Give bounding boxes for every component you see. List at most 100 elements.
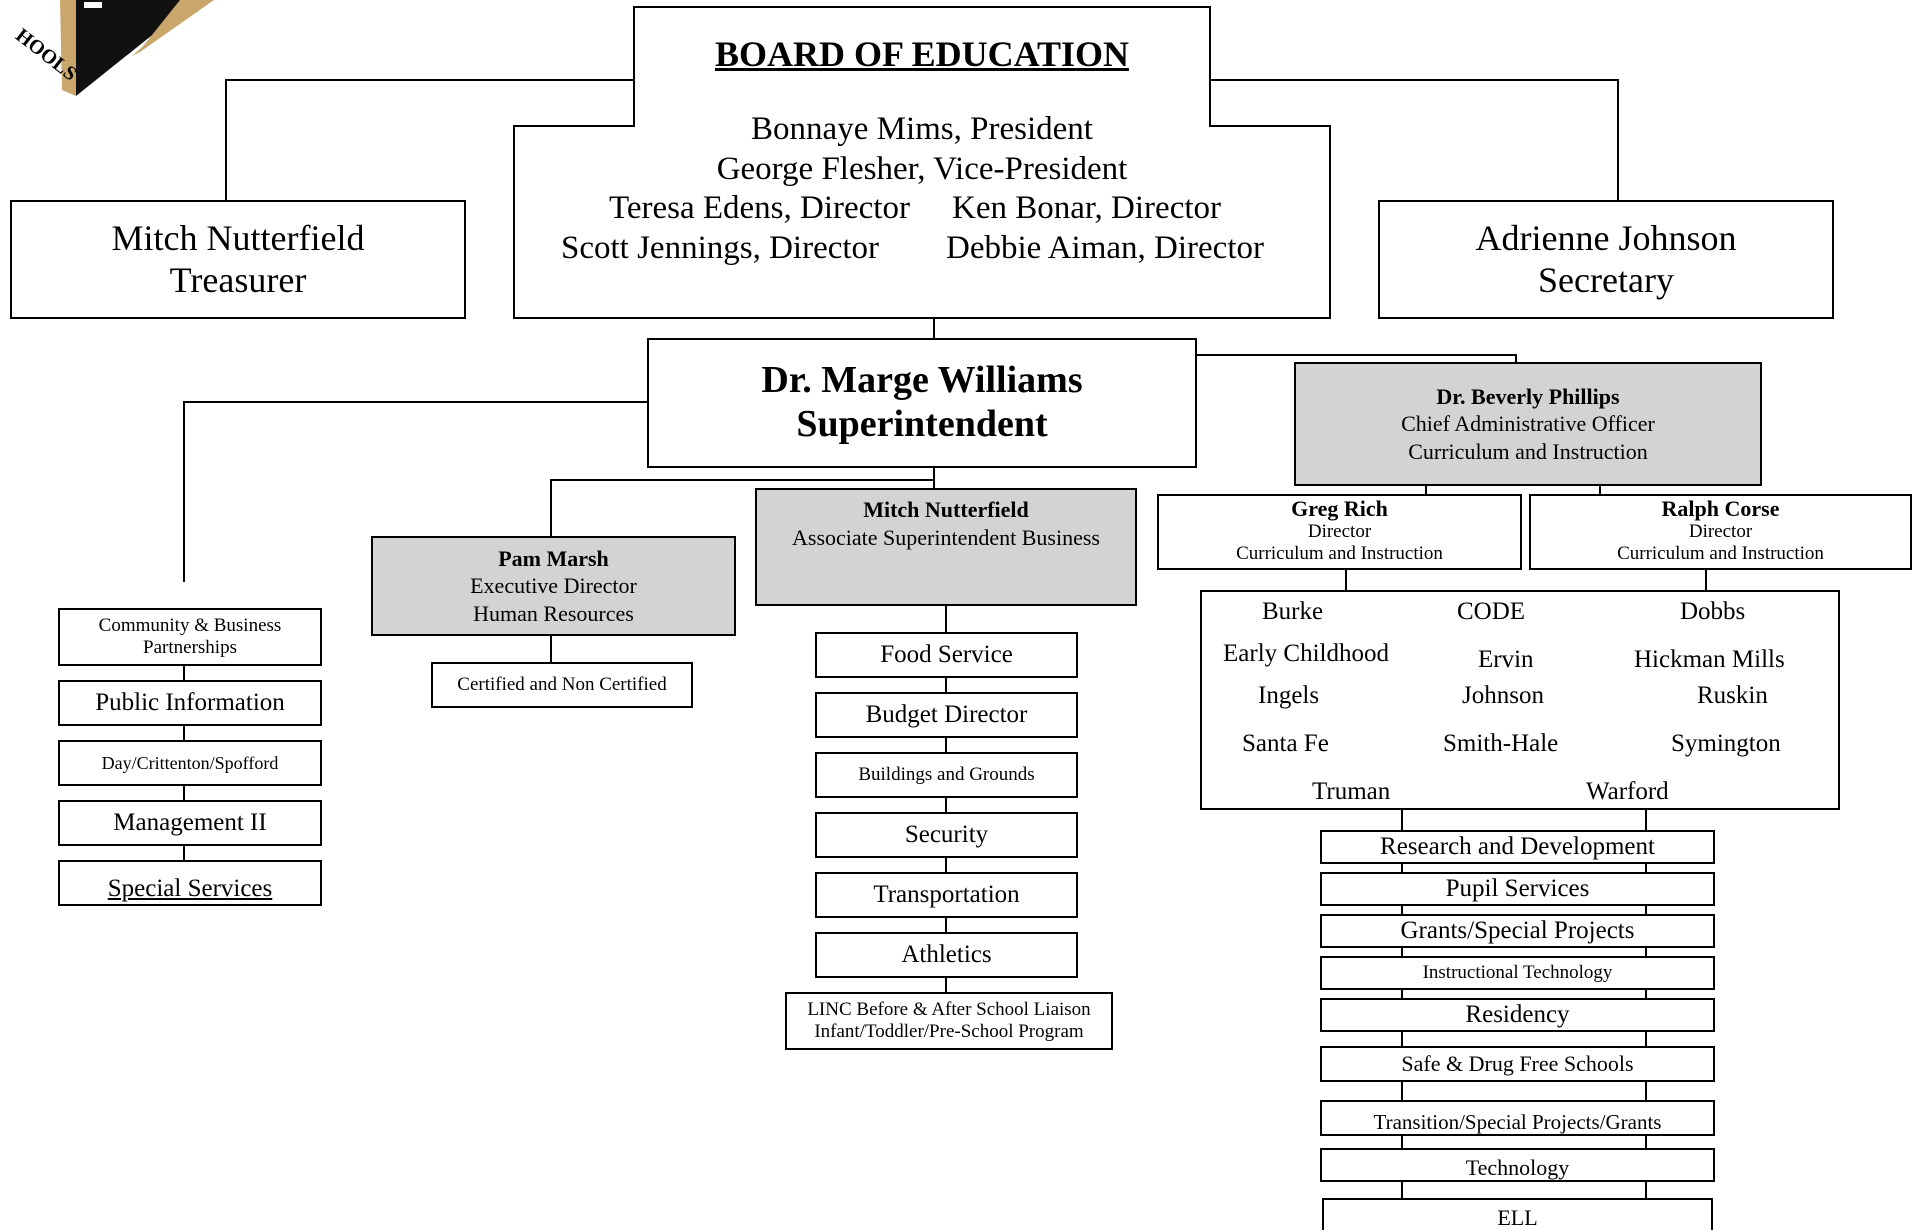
- linc-box: LINC Before & After School Liaison Infan…: [785, 992, 1113, 1050]
- left-item-special-services: Special Services: [58, 860, 322, 906]
- right-item-research-development: Research and Development: [1320, 830, 1715, 864]
- right-item-transition-special-projects: Transition/Special Projects/Grants: [1320, 1100, 1715, 1136]
- left-item-label: Community & Business Partnerships: [98, 615, 282, 658]
- right-item-technology: Technology: [1320, 1148, 1715, 1182]
- school-warford: Warford: [1586, 778, 1669, 805]
- treasurer-box: Mitch Nutterfield Treasurer: [10, 200, 466, 319]
- school-smith-hale: Smith-Hale: [1443, 730, 1559, 757]
- business-item-athletics: Athletics: [815, 932, 1078, 978]
- right-item-label: Research and Development: [1380, 832, 1655, 860]
- left-item-label: Day/Crittenton/Spofford: [101, 752, 279, 773]
- school-dobbs: Dobbs: [1680, 598, 1746, 625]
- school-johnson: Johnson: [1462, 682, 1544, 709]
- treasurer-title: Treasurer: [169, 259, 307, 300]
- hr-title: Executive Director: [470, 573, 637, 599]
- business-item-label: Transportation: [873, 880, 1020, 908]
- school-santa-fe: Santa Fe: [1242, 730, 1329, 757]
- director-greg-name: Greg Rich: [1291, 496, 1388, 521]
- left-item-public-information: Public Information: [58, 680, 322, 726]
- school-early-childhood: Early Childhood: [1223, 640, 1389, 667]
- cao-box: Dr. Beverly Phillips Chief Administrativ…: [1294, 362, 1762, 486]
- school-ervin: Ervin: [1478, 646, 1534, 673]
- hr-box: Pam Marsh Executive Director Human Resou…: [371, 536, 736, 636]
- cao-name: Dr. Beverly Phillips: [1436, 383, 1620, 409]
- left-item-label: Public Information: [95, 688, 285, 716]
- board-director-scott: Scott Jennings, Director: [561, 230, 880, 266]
- right-item-label: ELL: [1497, 1204, 1538, 1230]
- business-item-budget-director: Budget Director: [815, 692, 1078, 738]
- cao-title: Chief Administrative Officer: [1401, 411, 1655, 437]
- superintendent-title: Superintendent: [796, 403, 1048, 445]
- right-item-label: Instructional Technology: [1422, 962, 1613, 984]
- school-symington: Symington: [1671, 730, 1781, 757]
- board-of-education: BOARD OF EDUCATION Bonnaye Mims, Preside…: [514, 7, 1330, 318]
- board-vice-president: George Flesher, Vice-President: [716, 151, 1128, 187]
- business-item-label: Buildings and Grounds: [858, 764, 1035, 786]
- business-box: Mitch Nutterfield Associate Superintende…: [755, 488, 1137, 606]
- right-item-ell: ELL: [1322, 1198, 1713, 1230]
- business-item-buildings-grounds: Buildings and Grounds: [815, 752, 1078, 798]
- superintendent-name: Dr. Marge Williams: [761, 359, 1083, 402]
- school-ruskin: Ruskin: [1697, 682, 1768, 709]
- board-title: BOARD OF EDUCATION: [714, 34, 1130, 74]
- board-director-debbie: Debbie Aiman, Director: [946, 230, 1264, 266]
- linc-line2: Infant/Toddler/Pre-School Program: [814, 1021, 1084, 1042]
- treasurer-name: Mitch Nutterfield: [111, 218, 365, 259]
- secretary-box: Adrienne Johnson Secretary: [1378, 200, 1834, 319]
- director-greg-dept: Curriculum and Instruction: [1236, 543, 1443, 565]
- business-item-label: Budget Director: [865, 700, 1028, 728]
- board-director-ken: Ken Bonar, Director: [952, 190, 1221, 226]
- schools-box: [1200, 590, 1840, 810]
- hr-name: Pam Marsh: [498, 545, 609, 571]
- board-president: Bonnaye Mims, President: [751, 111, 1093, 147]
- director-greg-title: Director: [1307, 521, 1372, 543]
- district-logo: HOOLS: [11, 0, 214, 96]
- right-item-label: Technology: [1465, 1154, 1570, 1180]
- right-item-pupil-services: Pupil Services: [1320, 872, 1715, 906]
- director-greg-box: Greg Rich Director Curriculum and Instru…: [1157, 494, 1522, 570]
- right-item-label: Pupil Services: [1445, 874, 1590, 902]
- business-item-food-service: Food Service: [815, 632, 1078, 678]
- right-item-label: Residency: [1465, 1000, 1570, 1028]
- hr-dept: Human Resources: [473, 600, 634, 626]
- hr-certified-label: Certified and Non Certified: [457, 674, 667, 696]
- right-item-label: Transition/Special Projects/Grants: [1373, 1109, 1662, 1134]
- secretary-title: Secretary: [1538, 259, 1674, 300]
- business-item-label: Food Service: [880, 640, 1013, 668]
- linc-line1: LINC Before & After School Liaison: [807, 999, 1091, 1021]
- school-burke: Burke: [1262, 598, 1324, 625]
- business-item-transportation: Transportation: [815, 872, 1078, 918]
- right-item-safe-drug-free: Safe & Drug Free Schools: [1320, 1046, 1715, 1082]
- business-item-label: Security: [904, 820, 989, 848]
- director-ralph-dept: Curriculum and Instruction: [1617, 543, 1824, 565]
- hr-certified-box: Certified and Non Certified: [431, 662, 693, 708]
- left-item-management-ii: Management II: [58, 800, 322, 846]
- business-item-security: Security: [815, 812, 1078, 858]
- director-ralph-title: Director: [1688, 521, 1753, 543]
- left-item-day-crittenton-spofford: Day/Crittenton/Spofford: [58, 740, 322, 786]
- right-item-label: Safe & Drug Free Schools: [1401, 1051, 1634, 1077]
- right-item-instructional-technology: Instructional Technology: [1320, 956, 1715, 990]
- business-item-label: Athletics: [901, 940, 992, 968]
- board-director-teresa: Teresa Edens, Director: [609, 190, 910, 226]
- secretary-name: Adrienne Johnson: [1475, 218, 1737, 259]
- school-truman: Truman: [1312, 778, 1391, 805]
- left-item-community-partnerships: Community & Business Partnerships: [58, 608, 322, 666]
- school-hickman-mills: Hickman Mills: [1634, 646, 1785, 673]
- business-name: Mitch Nutterfield: [863, 497, 1029, 522]
- superintendent-box: Dr. Marge Williams Superintendent: [647, 338, 1197, 468]
- business-title: Associate Superintendent Business: [792, 524, 1100, 550]
- right-item-residency: Residency: [1320, 998, 1715, 1032]
- cao-dept: Curriculum and Instruction: [1408, 438, 1648, 464]
- right-item-grants-special-projects: Grants/Special Projects: [1320, 914, 1715, 948]
- school-code: CODE: [1457, 598, 1526, 625]
- left-item-label: Special Services: [107, 875, 273, 903]
- school-ingels: Ingels: [1258, 682, 1320, 709]
- left-item-label: Management II: [113, 808, 267, 836]
- right-item-label: Grants/Special Projects: [1400, 916, 1635, 944]
- director-ralph-box: Ralph Corse Director Curriculum and Inst…: [1529, 494, 1912, 570]
- director-ralph-name: Ralph Corse: [1661, 496, 1780, 521]
